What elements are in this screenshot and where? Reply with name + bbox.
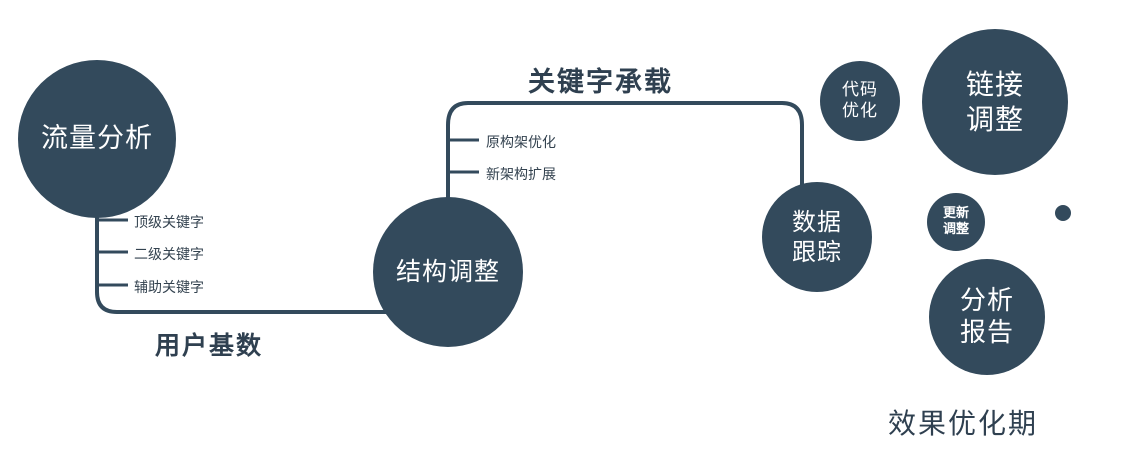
edge-structure-to-tracking xyxy=(446,101,804,205)
edge-label-user-base: 用户基数 xyxy=(155,331,264,360)
branch-label-secondary-keywords: 二级关键字 xyxy=(134,247,204,263)
node-analysis-report: 分析 报告 xyxy=(929,259,1045,375)
edge-label-keyword-carrying: 关键字承载 xyxy=(528,67,673,98)
node-structure-adjustment-label: 结构调整 xyxy=(395,257,500,287)
small-dot-marker xyxy=(1055,205,1071,221)
node-traffic-analysis-label: 流量分析 xyxy=(41,123,153,155)
node-data-tracking: 数据 跟踪 xyxy=(762,182,872,292)
node-data-tracking-label: 数据 跟踪 xyxy=(792,208,842,266)
branch-label-new-architecture: 新架构扩展 xyxy=(486,167,556,183)
branch-label-original-architecture: 原构架优化 xyxy=(486,135,556,151)
node-traffic-analysis: 流量分析 xyxy=(18,60,176,218)
node-link-adjustment-label: 链接 调整 xyxy=(965,68,1024,136)
branch-label-top-keywords: 顶级关键字 xyxy=(134,215,204,231)
edge-traffic-to-structure xyxy=(95,200,448,314)
branch-label-auxiliary-keywords: 辅助关键字 xyxy=(134,280,204,296)
node-structure-adjustment: 结构调整 xyxy=(373,197,523,347)
node-code-optimization-label: 代码 优化 xyxy=(842,79,878,121)
phase-label: 效果优化期 xyxy=(888,407,1039,440)
node-update-adjustment-label: 更新 调整 xyxy=(942,205,969,237)
node-link-adjustment: 链接 调整 xyxy=(922,29,1068,175)
node-analysis-report-label: 分析 报告 xyxy=(959,285,1014,349)
node-code-optimization: 代码 优化 xyxy=(820,61,900,141)
node-update-adjustment: 更新 调整 xyxy=(927,193,985,251)
